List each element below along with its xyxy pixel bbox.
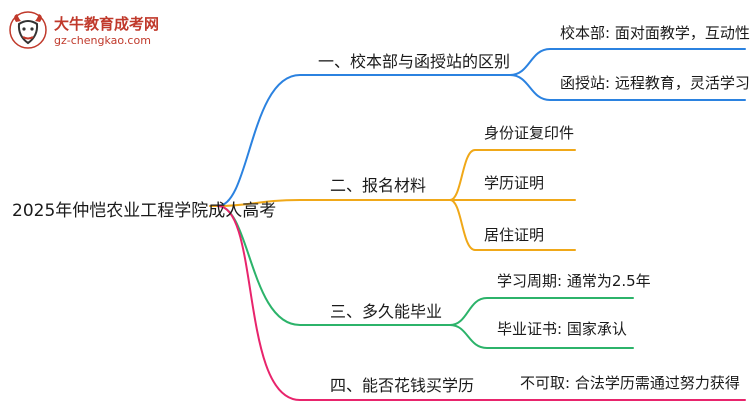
- logo-title: 大牛教育成考网: [54, 15, 160, 33]
- branch-3-label: 三、多久能毕业: [330, 302, 443, 321]
- branch-3-leaf-2: 毕业证书: 国家承认: [497, 320, 627, 338]
- site-logo[interactable]: 大牛教育成考网 gz-chengkao.com: [8, 10, 178, 54]
- branch-1-label: 一、校本部与函授站的区别: [318, 52, 511, 71]
- bull-logo-icon: [9, 11, 47, 49]
- branch-1-line: [217, 74, 511, 207]
- branch-4-line: [217, 205, 746, 401]
- branch-2-leaf-3: 居住证明: [484, 226, 545, 244]
- branch-2-line: [217, 199, 451, 207]
- logo-url: gz-chengkao.com: [54, 34, 151, 47]
- branch-4-leaf-1: 不可取: 合法学历需通过努力获得: [520, 374, 740, 392]
- branch-2-leaf-2: 学历证明: [484, 174, 545, 192]
- branch-2-label: 二、报名材料: [330, 176, 427, 195]
- branch-4-label: 四、能否花钱买学历: [330, 376, 475, 395]
- branch-3-leaf-1: 学习周期: 通常为2.5年: [497, 272, 651, 290]
- branch-2-leaf-1-line: [449, 149, 576, 201]
- branch-2-leaf-1: 身份证复印件: [484, 124, 575, 142]
- branch-1-leaf-1-line: [509, 48, 746, 76]
- branch-3-leaf-1-line: [449, 297, 634, 326]
- branch-1-leaf-2-line: [509, 74, 746, 101]
- branch-3-leaf-2-line: [449, 324, 634, 349]
- branch-1-leaf-1: 校本部: 面对面教学，互动性强: [560, 24, 750, 42]
- branch-1-leaf-2: 函授站: 远程教育，灵活学习: [560, 74, 750, 92]
- root-topic: 2025年仲恺农业工程学院成人高考: [12, 201, 277, 221]
- branch-2-leaf-3-line: [449, 199, 576, 251]
